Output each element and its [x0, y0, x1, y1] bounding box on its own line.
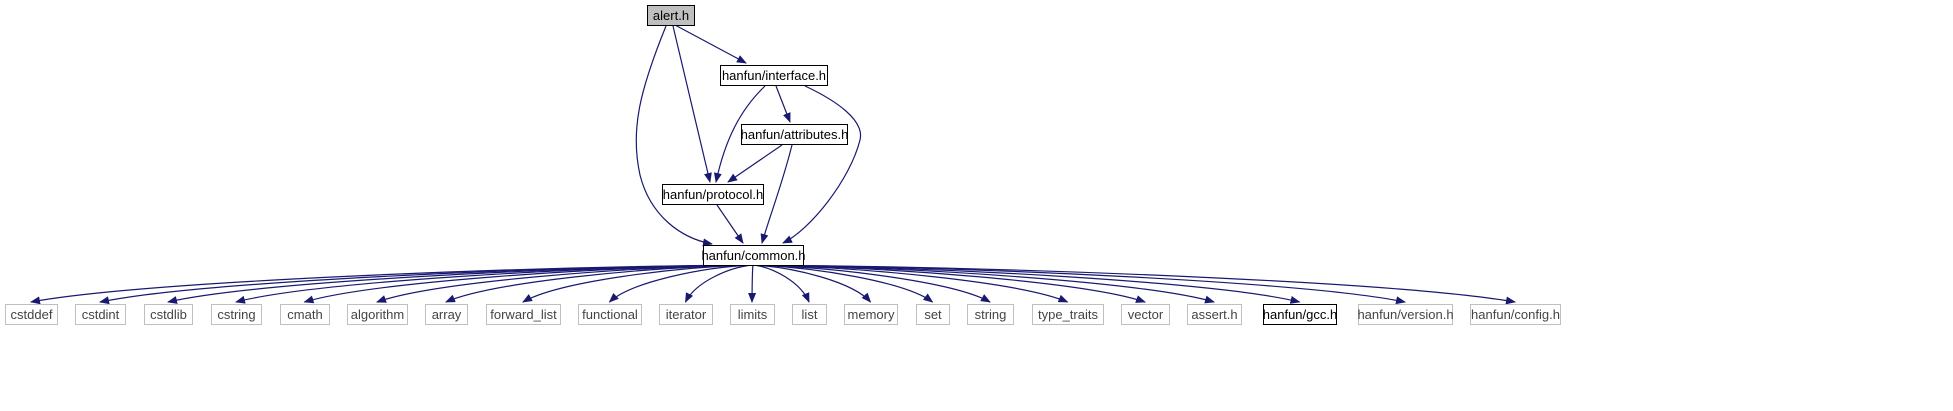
node-string: string — [967, 304, 1014, 325]
edge-common-to-forward-list — [522, 264, 754, 303]
node-protocol[interactable]: hanfun/protocol.h — [662, 184, 764, 205]
node-cstdlib: cstdlib — [144, 304, 193, 325]
node-box-gcc — [1263, 304, 1337, 325]
node-label-common: hanfun/common.h — [701, 248, 805, 263]
node-common[interactable]: hanfun/common.h — [701, 245, 806, 266]
node-label-algorithm: algorithm — [351, 307, 404, 322]
node-label-gcc: hanfun/gcc.h — [1263, 307, 1337, 322]
edge-common-to-functional — [608, 264, 754, 303]
node-box-forward-list — [486, 304, 561, 325]
edge-attributes-to-common — [760, 144, 793, 244]
node-memory: memory — [844, 304, 898, 325]
node-label-vector: vector — [1128, 307, 1164, 322]
edge-interface-to-protocol — [713, 85, 766, 183]
node-box-common — [703, 245, 804, 266]
edge-common-to-config — [752, 264, 1516, 305]
node-label-config: hanfun/config.h — [1471, 307, 1560, 322]
node-config: hanfun/config.h — [1470, 304, 1561, 325]
node-cstring: cstring — [211, 304, 262, 325]
node-box-protocol — [662, 184, 764, 205]
node-forward-list: forward_list — [486, 304, 561, 325]
node-box-alert — [647, 5, 695, 26]
node-label-set: set — [924, 307, 942, 322]
node-set: set — [916, 304, 950, 325]
node-cmath: cmath — [280, 304, 330, 325]
node-label-cmath: cmath — [287, 307, 322, 322]
node-box-memory — [844, 304, 898, 325]
edge-attributes-to-protocol — [727, 144, 783, 183]
node-label-limits: limits — [738, 307, 768, 322]
edge-interface-to-common — [782, 85, 862, 244]
node-box-functional — [578, 304, 642, 325]
node-cstdint: cstdint — [75, 304, 126, 325]
node-type-traits: type_traits — [1032, 304, 1104, 325]
node-label-interface: hanfun/interface.h — [722, 68, 826, 83]
node-label-attributes: hanfun/attributes.h — [741, 127, 849, 142]
edge-alert-to-interface — [674, 24, 747, 64]
node-label-cstdint: cstdint — [82, 307, 120, 322]
node-attributes[interactable]: hanfun/attributes.h — [741, 124, 849, 145]
node-box-cstring — [211, 304, 262, 325]
node-box-algorithm — [347, 304, 408, 325]
node-label-string: string — [975, 307, 1007, 322]
node-label-version: hanfun/version.h — [1357, 307, 1453, 322]
node-version: hanfun/version.h — [1357, 304, 1454, 325]
node-assert: assert.h — [1187, 304, 1242, 325]
node-iterator: iterator — [659, 304, 713, 325]
node-cstddef: cstddef — [5, 304, 58, 325]
node-limits: limits — [730, 304, 775, 325]
edge-alert-to-common — [635, 25, 713, 247]
edges-layer — [30, 24, 1516, 305]
node-label-type-traits: type_traits — [1038, 307, 1098, 322]
node-label-cstring: cstring — [217, 307, 255, 322]
node-box-interface — [720, 65, 828, 86]
edge-common-to-list — [752, 264, 810, 303]
edge-common-to-version — [752, 264, 1406, 305]
node-box-version — [1358, 304, 1453, 325]
edge-common-to-memory — [752, 264, 872, 303]
node-label-array: array — [432, 307, 462, 322]
node-label-list: list — [802, 307, 818, 322]
node-list: list — [792, 304, 827, 325]
node-algorithm: algorithm — [347, 304, 408, 325]
node-box-attributes — [741, 124, 848, 145]
node-box-cstddef — [5, 304, 58, 325]
node-label-iterator: iterator — [666, 307, 707, 322]
node-label-memory: memory — [848, 307, 895, 322]
edge-protocol-to-common — [716, 204, 744, 244]
node-box-config — [1470, 304, 1561, 325]
node-box-type-traits — [1032, 304, 1104, 325]
node-box-limits — [730, 304, 775, 325]
node-label-functional: functional — [582, 307, 638, 322]
edge-interface-to-attributes — [775, 85, 791, 123]
edge-common-to-iterator — [684, 264, 754, 303]
node-array: array — [425, 304, 468, 325]
node-label-cstdlib: cstdlib — [150, 307, 187, 322]
node-box-cmath — [280, 304, 330, 325]
node-box-list — [792, 304, 827, 325]
node-label-cstddef: cstddef — [11, 307, 53, 322]
nodes-layer: alert.h hanfun/interface.h hanfun/attribut… — [5, 5, 1561, 325]
node-vector: vector — [1121, 304, 1170, 325]
node-box-set — [916, 304, 950, 325]
node-box-string — [967, 304, 1014, 325]
node-box-vector — [1121, 304, 1170, 325]
node-functional: functional — [578, 304, 642, 325]
node-gcc[interactable]: hanfun/gcc.h — [1263, 304, 1337, 325]
node-box-iterator — [659, 304, 713, 325]
node-box-array — [425, 304, 468, 325]
node-interface[interactable]: hanfun/interface.h — [720, 65, 828, 86]
node-label-assert: assert.h — [1191, 307, 1237, 322]
node-label-protocol: hanfun/protocol.h — [663, 187, 763, 202]
node-label-forward-list: forward_list — [490, 307, 557, 322]
node-box-cstdint — [75, 304, 126, 325]
node-box-assert — [1187, 304, 1242, 325]
edge-common-to-limits — [748, 264, 757, 303]
node-alert[interactable]: alert.h — [647, 5, 695, 26]
node-box-cstdlib — [144, 304, 193, 325]
node-label-alert: alert.h — [653, 8, 689, 23]
edge-alert-to-protocol — [672, 25, 712, 183]
